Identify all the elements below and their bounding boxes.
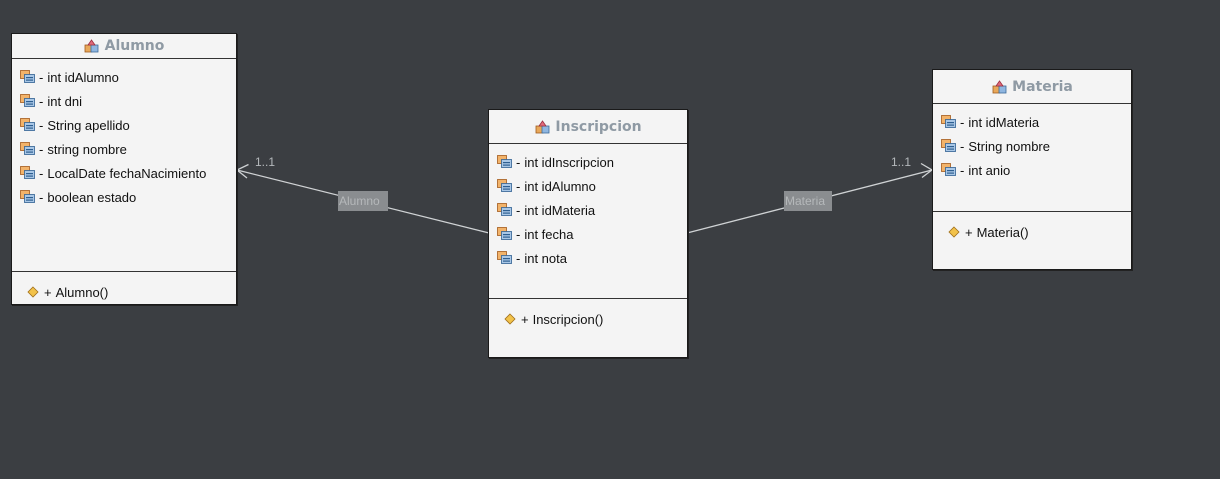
class-header: Alumno — [12, 34, 236, 59]
operation-signature: Materia() — [976, 224, 1029, 240]
attribute-row[interactable]: -String apellido — [12, 113, 236, 137]
role-label-alumno[interactable]: Alumno — [338, 191, 388, 211]
attribute-compartment: -int idInscripcion-int idAlumno-int idMa… — [489, 144, 687, 299]
class-name: Inscripcion — [555, 118, 642, 135]
field-icon — [19, 93, 36, 109]
attribute-row[interactable]: -int dni — [12, 89, 236, 113]
attribute-declaration: string nombre — [47, 141, 127, 157]
attribute-declaration: int anio — [968, 162, 1011, 178]
operation-signature: Inscripcion() — [532, 311, 604, 327]
attribute-compartment: -int idMateria-String nombre-int anio — [933, 104, 1131, 212]
visibility-marker: - — [516, 178, 521, 194]
visibility-marker: + — [965, 224, 973, 240]
attribute-row[interactable]: -String nombre — [933, 134, 1131, 158]
attribute-declaration: int nota — [524, 250, 567, 266]
visibility-marker: + — [521, 311, 529, 327]
attribute-declaration: int dni — [47, 93, 83, 109]
attribute-declaration: int idMateria — [524, 202, 596, 218]
attribute-row[interactable]: -int anio — [933, 158, 1131, 182]
attribute-row[interactable]: -LocalDate fechaNacimiento — [12, 161, 236, 185]
field-icon — [496, 202, 513, 218]
visibility-marker: - — [516, 250, 521, 266]
method-icon — [945, 224, 962, 240]
class-inscripcion[interactable]: Inscripcion -int idInscripcion-int idAlu… — [488, 109, 688, 358]
field-icon — [496, 226, 513, 242]
attribute-row[interactable]: -int idInscripcion — [489, 150, 687, 174]
operation-row[interactable]: +Materia() — [933, 220, 1131, 244]
arrowhead-materia — [920, 162, 934, 179]
attribute-declaration: boolean estado — [47, 189, 137, 205]
attribute-declaration: int idAlumno — [524, 178, 596, 194]
field-icon — [940, 138, 957, 154]
operation-compartment: +Inscripcion() — [489, 299, 687, 357]
visibility-marker: - — [39, 141, 44, 157]
attribute-declaration: String apellido — [47, 117, 130, 133]
field-icon — [940, 114, 957, 130]
attribute-row[interactable]: -boolean estado — [12, 185, 236, 209]
operation-signature: Alumno() — [55, 284, 109, 300]
class-name: Materia — [1012, 78, 1073, 95]
attribute-row[interactable]: -string nombre — [12, 137, 236, 161]
attribute-row[interactable]: -int nota — [489, 246, 687, 270]
visibility-marker: - — [39, 93, 44, 109]
attribute-declaration: int idAlumno — [47, 69, 119, 85]
visibility-marker: - — [960, 138, 965, 154]
field-icon — [19, 141, 36, 157]
attribute-declaration: int idMateria — [968, 114, 1040, 130]
operation-row[interactable]: +Alumno() — [12, 280, 236, 304]
visibility-marker: - — [39, 165, 44, 181]
attribute-row[interactable]: -int idMateria — [489, 198, 687, 222]
attribute-row[interactable]: -int idAlumno — [12, 65, 236, 89]
attribute-row[interactable]: -int idMateria — [933, 110, 1131, 134]
class-materia[interactable]: Materia -int idMateria-String nombre-int… — [932, 69, 1132, 270]
visibility-marker: - — [39, 69, 44, 85]
field-icon — [496, 250, 513, 266]
method-icon — [24, 284, 41, 300]
visibility-marker: + — [44, 284, 52, 300]
field-icon — [496, 178, 513, 194]
multiplicity-alumno: 1..1 — [255, 155, 276, 169]
role-label-materia[interactable]: Materia — [784, 191, 832, 211]
class-header: Materia — [933, 70, 1131, 104]
field-icon — [940, 162, 957, 178]
field-icon — [19, 69, 36, 85]
visibility-marker: - — [39, 117, 44, 133]
class-icon — [534, 119, 551, 135]
visibility-marker: - — [516, 226, 521, 242]
field-icon — [19, 117, 36, 133]
attribute-row[interactable]: -int idAlumno — [489, 174, 687, 198]
attribute-row[interactable]: -int fecha — [489, 222, 687, 246]
attribute-declaration: int idInscripcion — [524, 154, 614, 170]
method-icon — [501, 311, 518, 327]
attribute-declaration: String nombre — [968, 138, 1050, 154]
visibility-marker: - — [39, 189, 44, 205]
attribute-compartment: -int idAlumno-int dni-String apellido-st… — [12, 59, 236, 272]
class-alumno[interactable]: Alumno -int idAlumno-int dni-String apel… — [11, 33, 237, 305]
class-name: Alumno — [104, 38, 165, 54]
visibility-marker: - — [960, 114, 965, 130]
visibility-marker: - — [516, 202, 521, 218]
field-icon — [19, 165, 36, 181]
multiplicity-materia: 1..1 — [891, 155, 912, 169]
arrowhead-alumno — [235, 163, 249, 179]
visibility-marker: - — [960, 162, 965, 178]
class-header: Inscripcion — [489, 110, 687, 144]
attribute-declaration: int fecha — [524, 226, 574, 242]
visibility-marker: - — [516, 154, 521, 170]
class-icon — [991, 79, 1008, 95]
attribute-declaration: LocalDate fechaNacimiento — [47, 165, 207, 181]
field-icon — [496, 154, 513, 170]
operation-compartment: +Materia() — [933, 212, 1131, 269]
class-icon — [84, 38, 101, 54]
operation-row[interactable]: +Inscripcion() — [489, 307, 687, 331]
field-icon — [19, 189, 36, 205]
operation-compartment: +Alumno() — [12, 272, 236, 304]
